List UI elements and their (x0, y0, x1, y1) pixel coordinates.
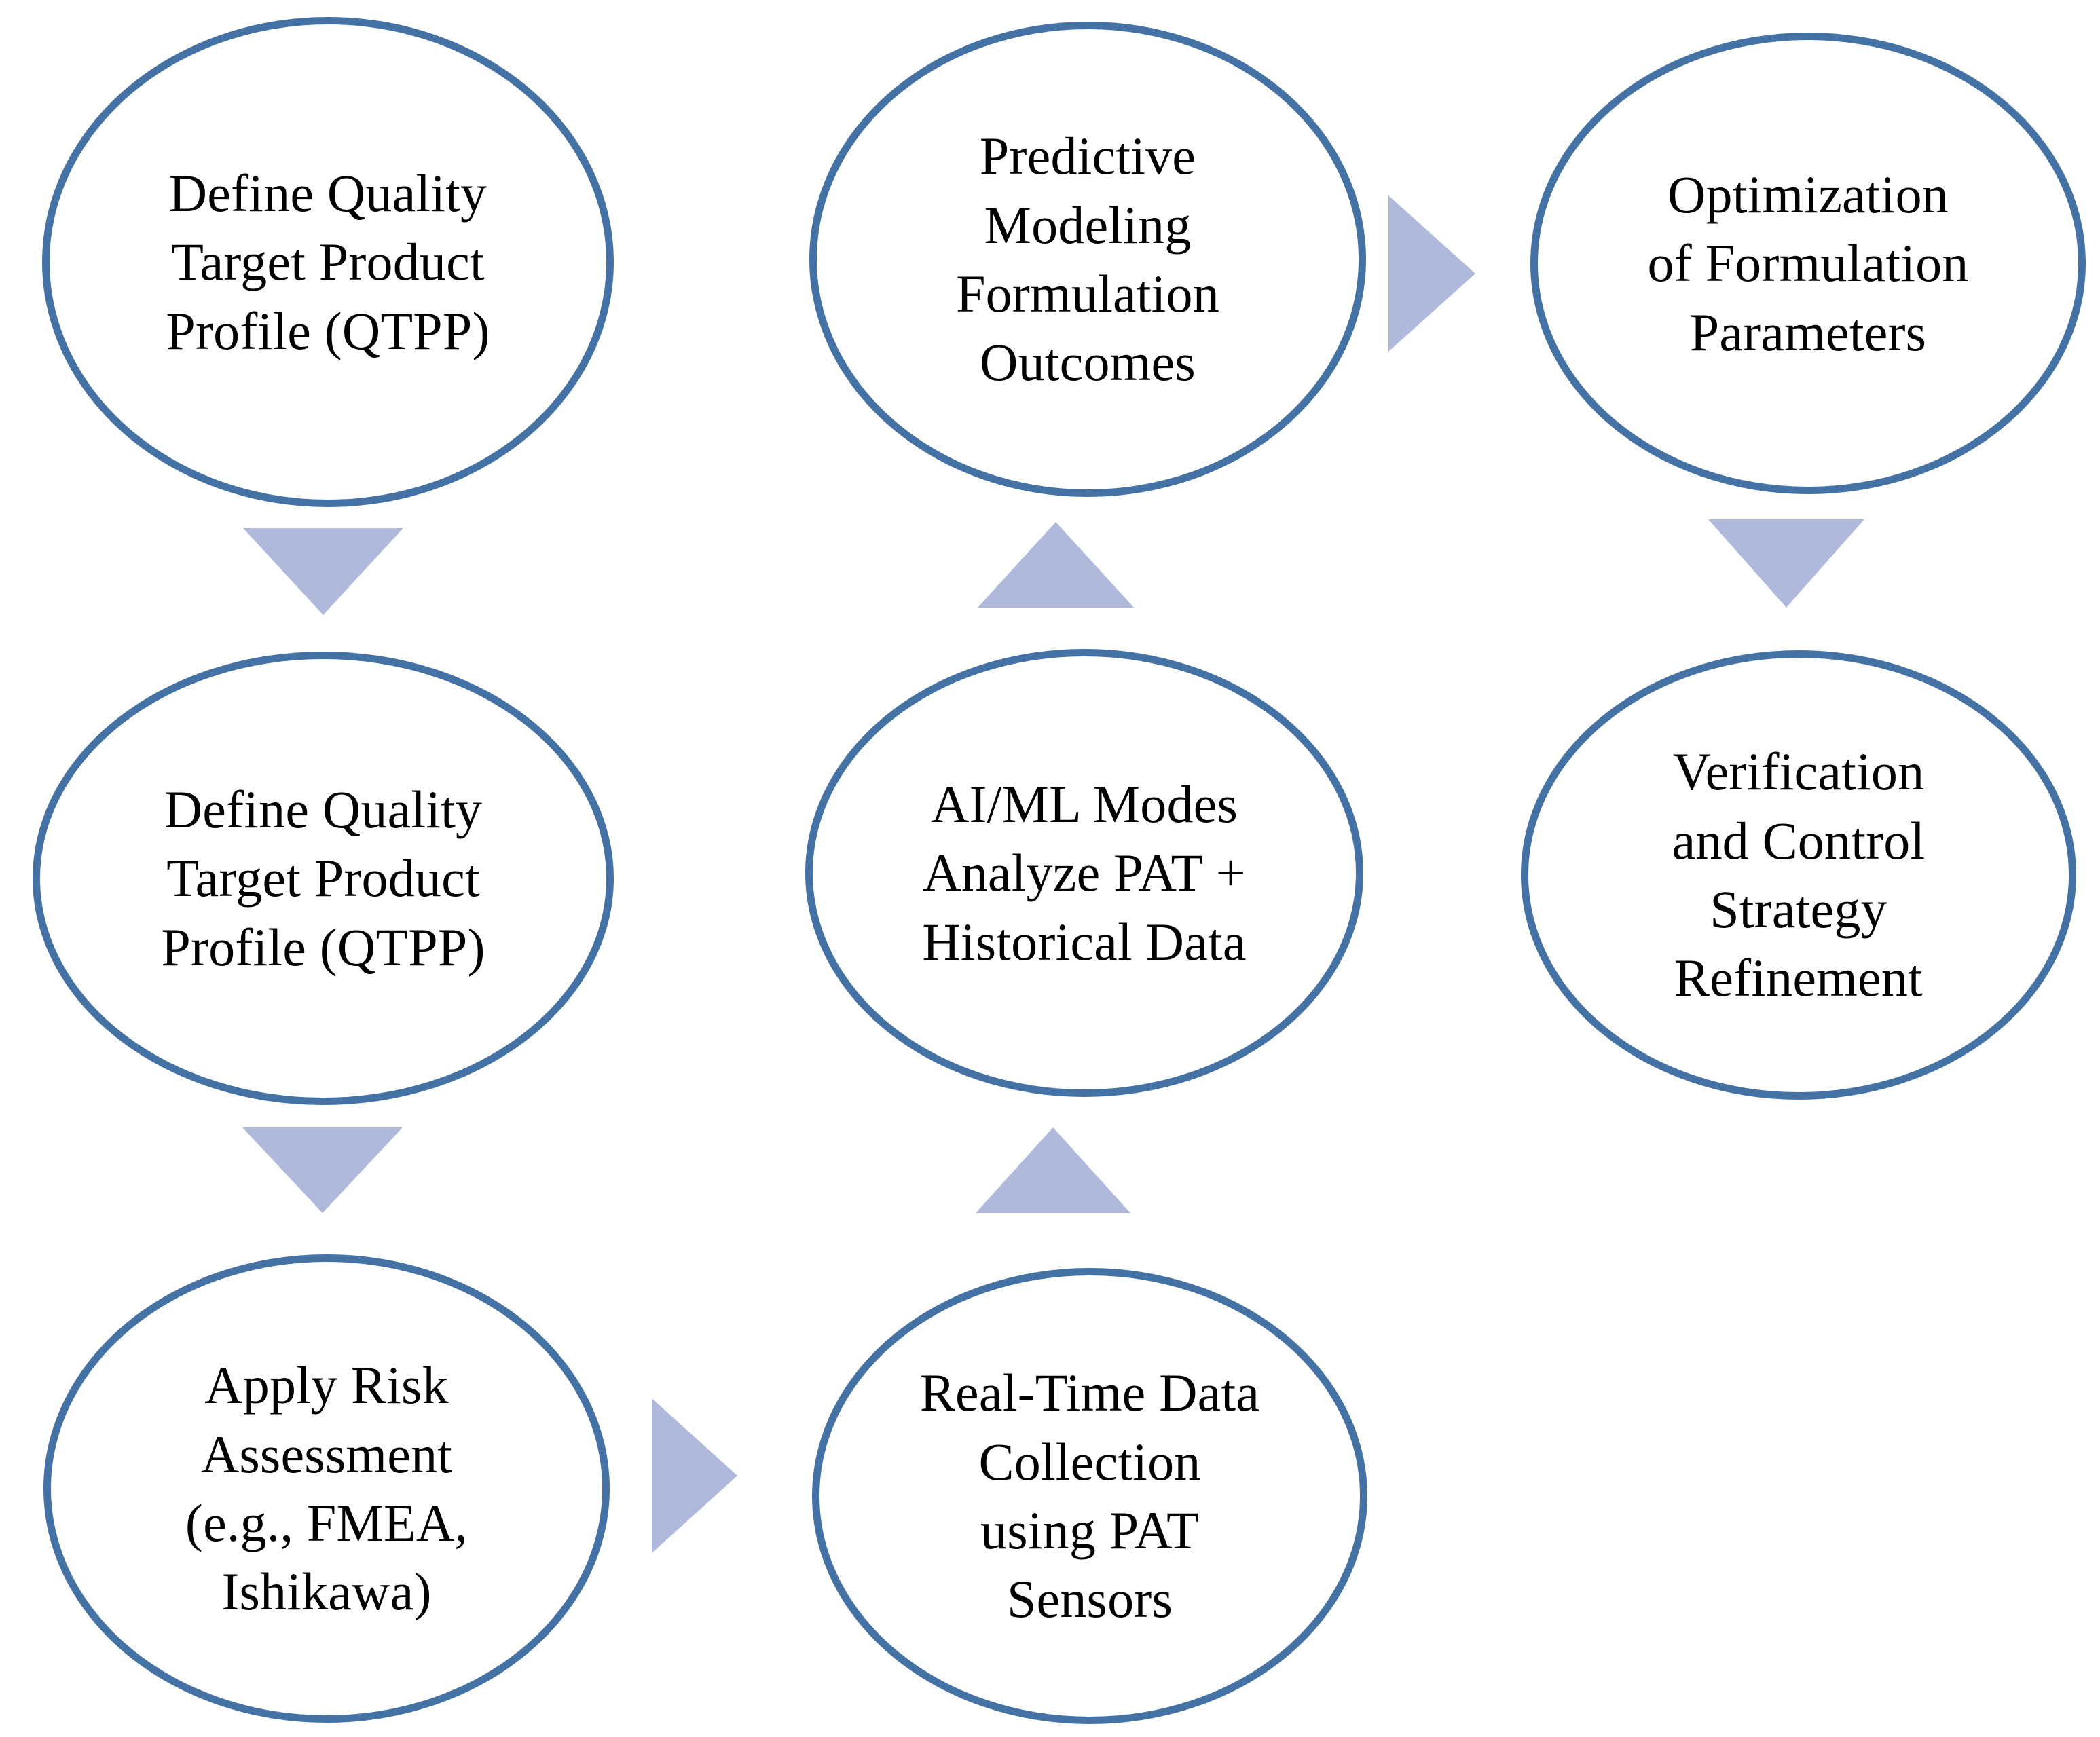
node-label: Verification and Control Strategy Refine… (1672, 742, 1926, 1008)
node-label: Optimization of Formulation Parameters (1647, 164, 1969, 362)
arrow-down-icon-optimization-to-verification (1708, 519, 1864, 608)
arrow-right-icon-predictive-modeling-to-optimization (1388, 195, 1475, 352)
node-label: Real-Time Data Collection using PAT Sens… (919, 1363, 1260, 1629)
arrow-down-icon-qtpp-top-to-qtpp-mid (243, 528, 403, 615)
node-label: Define Quality Target Product Profile (Q… (166, 163, 490, 360)
arrow-up-icon-pat-collection-to-aiml-models (976, 1127, 1130, 1213)
node-label: Predictive Modeling Formulation Outcomes (956, 126, 1219, 392)
node-optimization[interactable]: Optimization of Formulation Parameters (1530, 33, 2086, 494)
node-label: AI/ML Modes Analyze PAT + Historical Dat… (922, 774, 1247, 971)
node-label: Define Quality Target Product Profile (Q… (161, 779, 485, 977)
node-pat-collection[interactable]: Real-Time Data Collection using PAT Sens… (812, 1268, 1367, 1724)
node-aiml-models[interactable]: AI/ML Modes Analyze PAT + Historical Dat… (805, 649, 1363, 1097)
node-risk-assessment[interactable]: Apply Risk Assessment (e.g., FMEA, Ishik… (43, 1254, 610, 1723)
node-label: Apply Risk Assessment (e.g., FMEA, Ishik… (185, 1356, 468, 1622)
node-predictive-modeling[interactable]: Predictive Modeling Formulation Outcomes (809, 22, 1366, 497)
arrow-down-icon-qtpp-mid-to-risk-assessment (242, 1127, 403, 1213)
arrow-right-icon-risk-assessment-to-pat-collection (652, 1398, 737, 1553)
node-qtpp-top[interactable]: Define Quality Target Product Profile (Q… (42, 17, 614, 507)
arrow-up-icon-aiml-models-to-predictive-modeling (978, 522, 1134, 608)
node-qtpp-mid[interactable]: Define Quality Target Product Profile (Q… (33, 652, 614, 1105)
node-verification[interactable]: Verification and Control Strategy Refine… (1521, 650, 2076, 1100)
